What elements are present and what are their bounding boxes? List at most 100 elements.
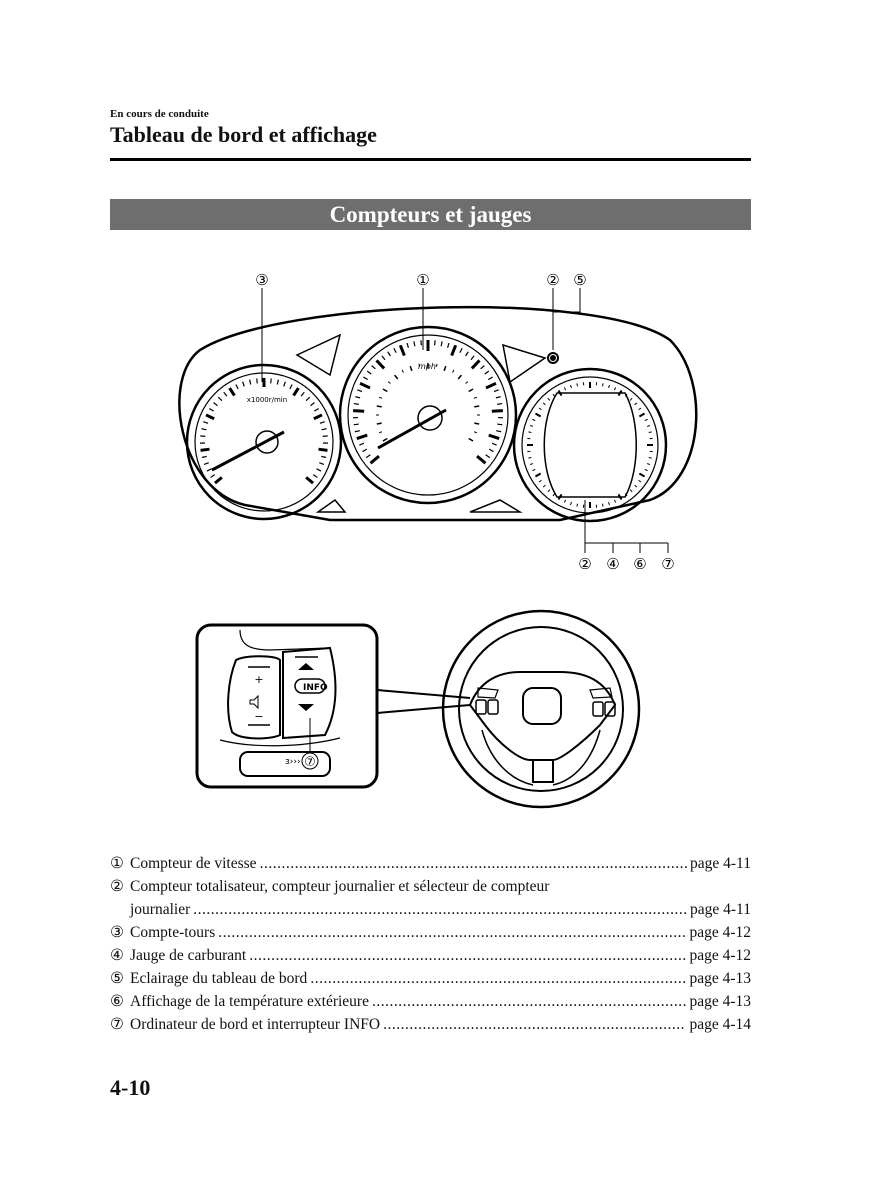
legend-num: ⑦ — [110, 1016, 124, 1033]
gauge-tick — [359, 442, 365, 446]
title-rule — [110, 158, 751, 161]
cluster-accent-right — [502, 343, 547, 384]
gauge-tick — [601, 383, 604, 387]
gauge-tick — [485, 454, 491, 459]
leader-dots — [310, 967, 686, 990]
gauge-tick — [217, 396, 223, 402]
gauge-tick — [316, 468, 322, 472]
gauge-tick — [529, 463, 534, 465]
gauge-tick — [529, 425, 534, 427]
gauge-tick — [382, 388, 388, 393]
gauge-tick — [210, 474, 216, 478]
gauge-tick — [488, 448, 494, 453]
leader-dots — [372, 990, 686, 1013]
breadcrumb: En cours de conduite — [110, 108, 209, 120]
legend-list: ① Compteur de vitesse page 4-11 ② Compte… — [110, 852, 751, 1036]
list-item: ① Compteur de vitesse page 4-11 — [110, 852, 751, 875]
gauge-tick — [353, 402, 359, 405]
page-reference: page 4-14 — [689, 1016, 751, 1033]
gauge-tick — [443, 365, 447, 372]
section-banner: Compteurs et jauges — [110, 199, 751, 230]
gauge-tick — [201, 428, 207, 431]
list-item: ⑦ Ordinateur de bord et interrupteur INF… — [110, 1013, 751, 1036]
gauge-tick — [378, 396, 383, 399]
gauge-tick — [538, 479, 542, 483]
gauge-tick — [497, 423, 503, 426]
gauge-tick — [300, 391, 305, 397]
gauge-tick — [447, 342, 450, 348]
gauge-tick — [638, 407, 642, 411]
speedometer-gauge — [338, 325, 518, 505]
gauge-tick — [249, 379, 252, 385]
gauge-tick — [532, 468, 536, 472]
gauge-tick — [638, 412, 646, 418]
leader-dots — [218, 921, 686, 944]
gauge-tick — [398, 344, 406, 357]
page-reference: page 4-12 — [689, 947, 751, 964]
gauge-tick — [496, 430, 502, 433]
gauge-tick — [283, 381, 286, 387]
steering-wheel — [441, 609, 641, 809]
gauge-tick — [634, 484, 638, 488]
gauge-tick — [318, 447, 328, 452]
voice-icon: ɜ››› — [285, 757, 301, 767]
gauge-tick — [242, 381, 245, 387]
gauge-tick — [452, 369, 455, 373]
gauge-tick — [563, 499, 567, 503]
gauge-tick — [353, 423, 359, 426]
gauge-tick — [450, 344, 458, 357]
info-switch — [282, 646, 337, 740]
page-reference: page 4-13 — [689, 970, 751, 987]
gauge-tick — [552, 393, 556, 397]
list-item: ⑥ Affichage de la température extérieure… — [110, 990, 751, 1013]
gauge-tick — [305, 396, 311, 402]
gauge-tick — [457, 374, 462, 380]
cluster-accent-bottom-right — [469, 499, 523, 513]
gauge-tick — [474, 405, 480, 408]
gauge-tick — [534, 472, 542, 478]
gauge-tick — [356, 433, 368, 441]
gauge-tick — [363, 376, 368, 381]
gauge-tick — [203, 462, 209, 465]
legend-num: ② — [110, 878, 124, 895]
gauge-tick — [648, 456, 652, 459]
gauge-tick — [570, 501, 572, 506]
gauge-tick — [624, 393, 628, 397]
leader-dots — [383, 1013, 686, 1036]
gauge-tick — [413, 341, 416, 347]
gauge-tick — [436, 363, 438, 367]
gauge-tick — [542, 402, 546, 406]
list-item-continuation: journalier page 4-11 — [110, 898, 751, 921]
gauge-tick — [613, 499, 617, 503]
gauge-tick — [474, 422, 480, 425]
gauge-tick — [213, 402, 218, 407]
gauge-tick — [209, 408, 215, 412]
gauge-tick — [576, 503, 579, 507]
gauge-tick — [305, 476, 314, 485]
info-button-icon — [294, 678, 326, 694]
gauge-tick — [473, 431, 478, 434]
gauge-tick — [646, 463, 651, 465]
gauge-tick — [488, 433, 500, 441]
gauge-tick — [552, 493, 556, 497]
gauge-tick — [270, 378, 272, 384]
gauge-tick — [528, 431, 532, 434]
page-title: Tableau de bord et affichage — [110, 122, 377, 147]
gauge-tick — [203, 421, 209, 424]
page-number: 4-10 — [110, 1075, 151, 1100]
gauge-tick — [459, 347, 463, 353]
gauge-tick — [485, 381, 497, 390]
legend-label: Compteur totalisateur, compteur journali… — [130, 878, 550, 895]
legend-label: Affichage de la température extérieure — [130, 993, 369, 1010]
gauge-tick — [644, 418, 648, 422]
speedometer-unit-label: mph — [418, 362, 436, 371]
gauge-tick — [557, 389, 563, 397]
gauge-tick — [394, 374, 399, 380]
gauge-tick — [321, 455, 327, 459]
gauge-tick — [601, 503, 604, 507]
gauge-tick — [491, 409, 503, 413]
legend-num: ④ — [110, 947, 124, 964]
gauge-tick — [484, 370, 490, 375]
gauge-tick — [387, 381, 391, 384]
gauge-tick — [205, 413, 215, 421]
